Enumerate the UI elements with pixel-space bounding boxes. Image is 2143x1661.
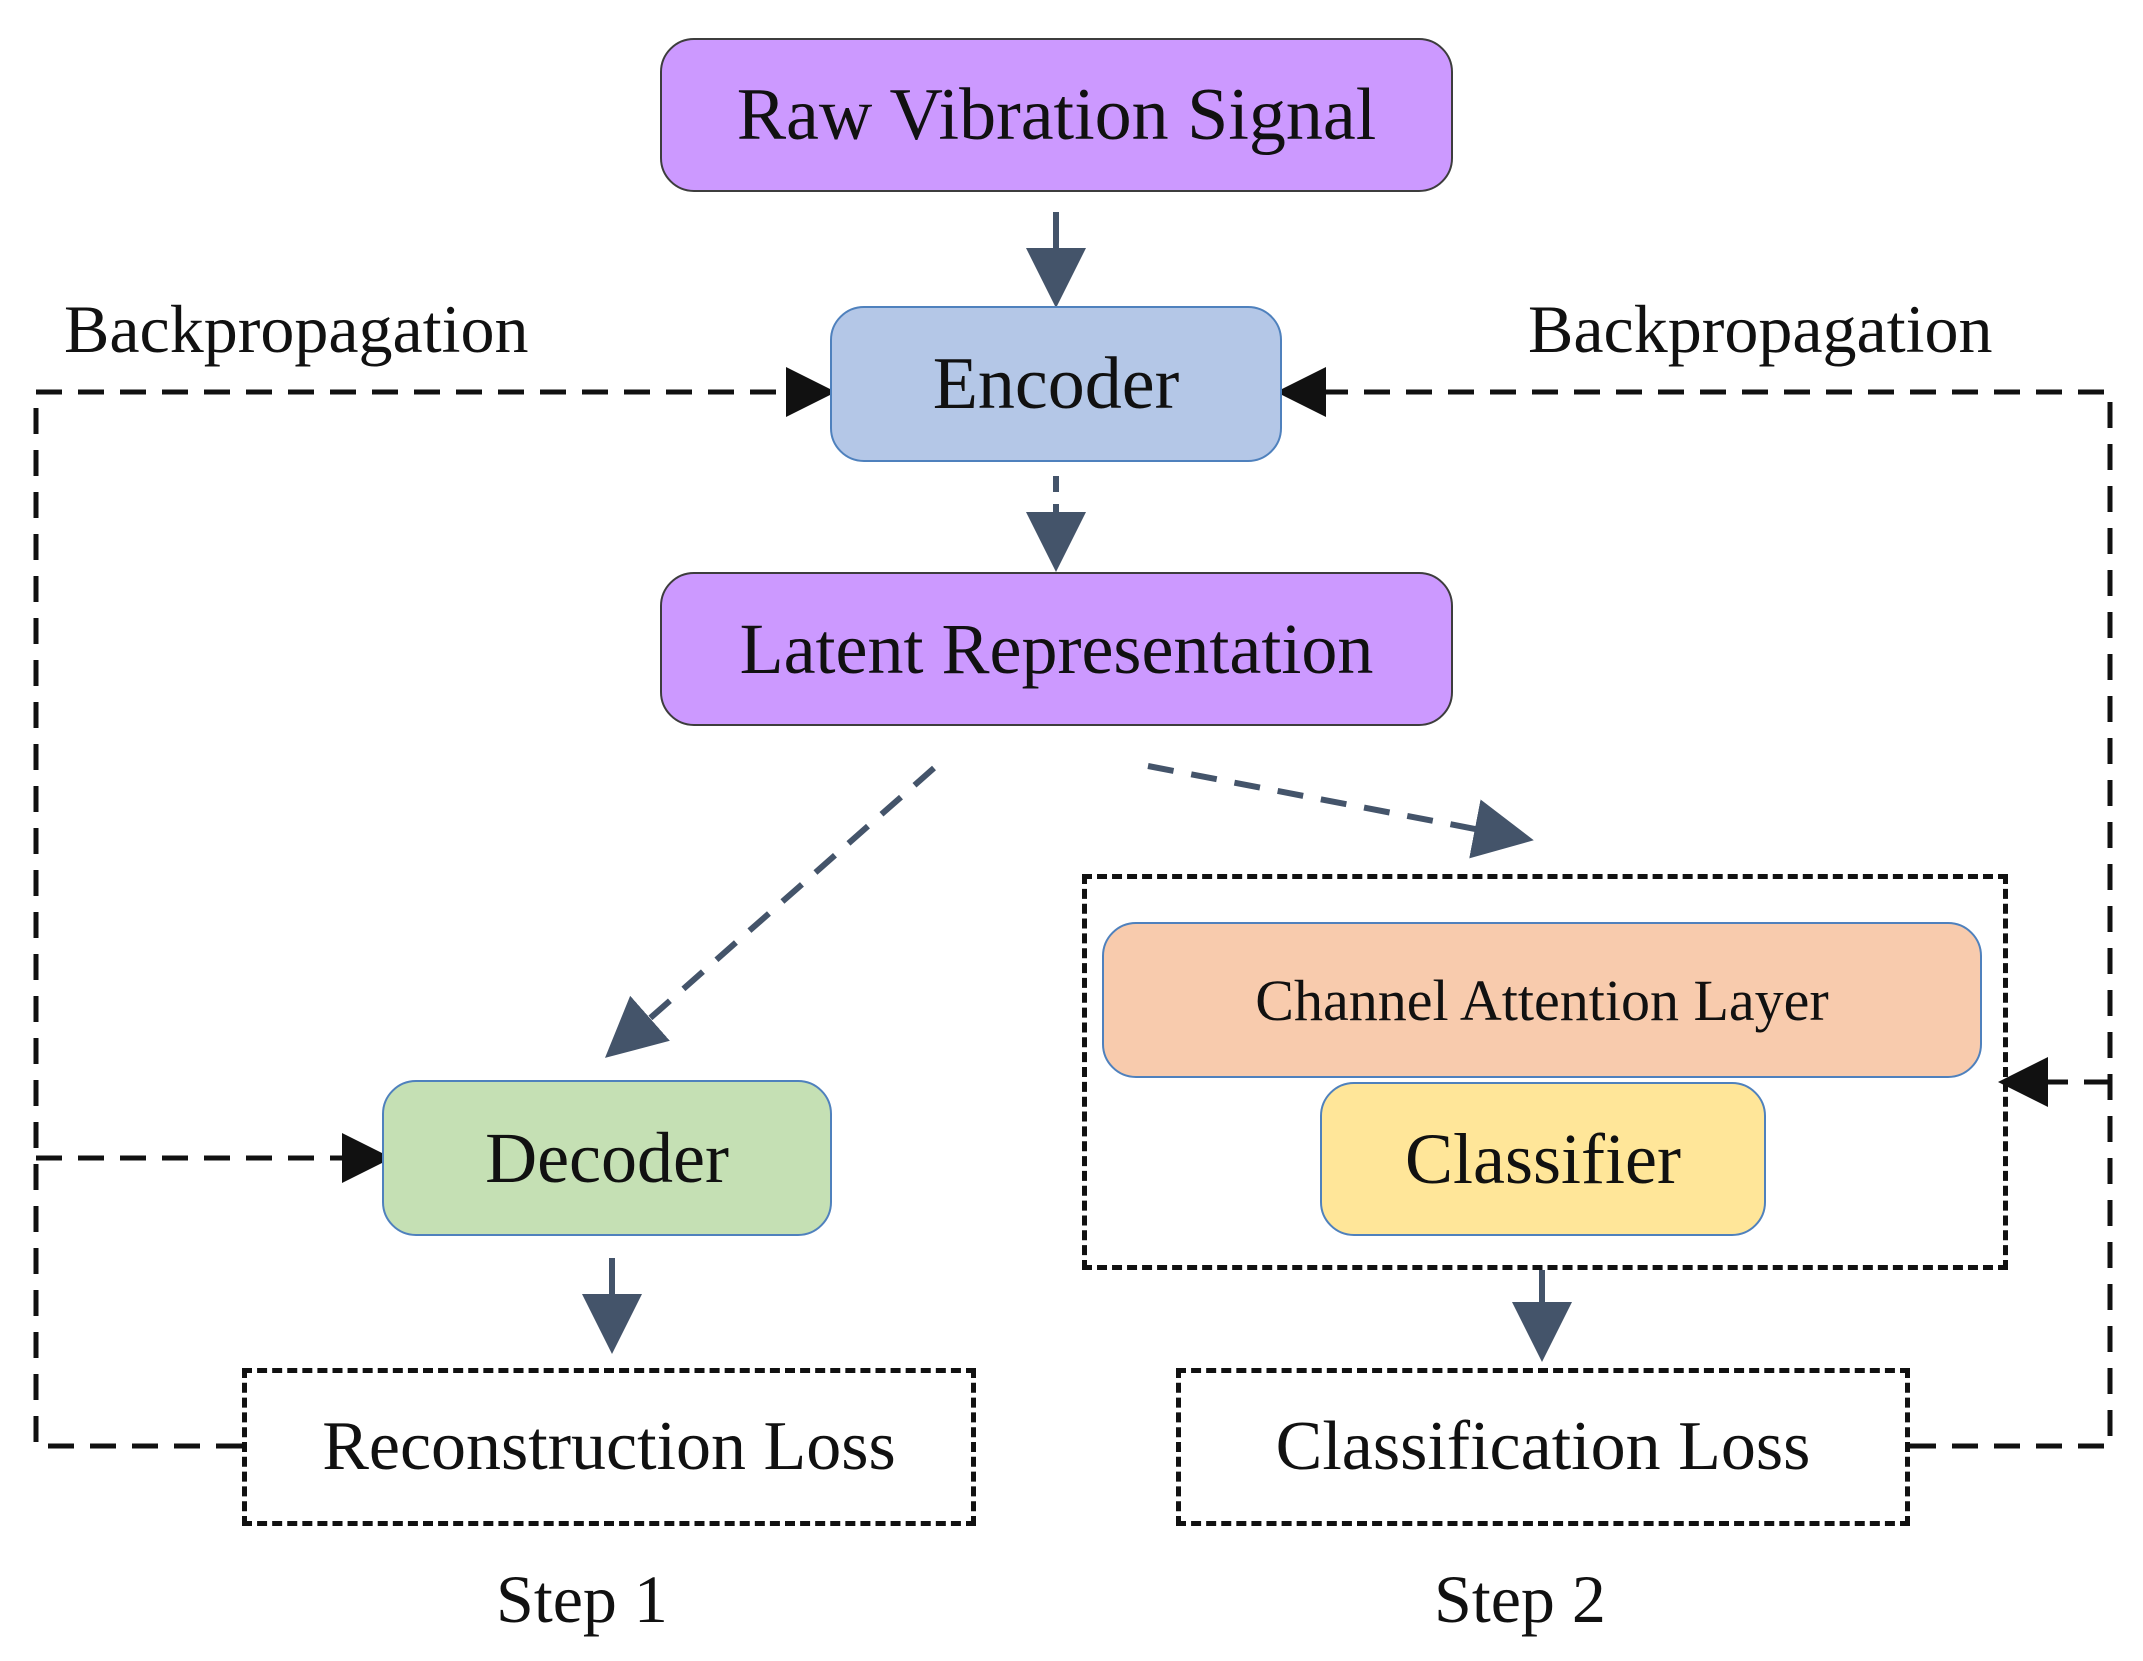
classification-loss-text: Classification Loss [1275, 1408, 1811, 1485]
backpropagation-label-left: Backpropagation [64, 291, 529, 367]
raw-vibration-signal-node: Raw Vibration Signal [660, 38, 1453, 192]
step-2-label: Step 2 [1434, 1561, 1606, 1637]
latent-representation-text: Latent Representation [739, 608, 1374, 689]
backpropagation-label-right: Backpropagation [1528, 291, 1993, 367]
latent-representation-node: Latent Representation [660, 572, 1453, 726]
channel-attention-layer-node: Channel Attention Layer [1102, 922, 1982, 1078]
channel-attention-layer-text: Channel Attention Layer [1255, 967, 1829, 1033]
backprop-right-loop [1276, 367, 2113, 1449]
backprop-left-loop [33, 367, 836, 1449]
classifier-text: Classifier [1405, 1118, 1681, 1199]
reconstruction-loss-box: Reconstruction Loss [242, 1368, 976, 1526]
step-1-label: Step 1 [496, 1561, 668, 1637]
arrow-latent-to-classifier-group [1147, 763, 1534, 859]
classifier-node: Classifier [1320, 1082, 1766, 1236]
classification-loss-box: Classification Loss [1176, 1368, 1910, 1526]
encoder-node: Encoder [830, 306, 1282, 462]
arrow-latent-to-decoder [604, 765, 936, 1058]
raw-vibration-signal-text: Raw Vibration Signal [736, 73, 1377, 156]
classifier-group-box [1082, 874, 2008, 1270]
reconstruction-loss-text: Reconstruction Loss [322, 1408, 896, 1485]
decoder-text: Decoder [485, 1117, 729, 1198]
encoder-text: Encoder [932, 342, 1180, 425]
decoder-node: Decoder [382, 1080, 832, 1236]
